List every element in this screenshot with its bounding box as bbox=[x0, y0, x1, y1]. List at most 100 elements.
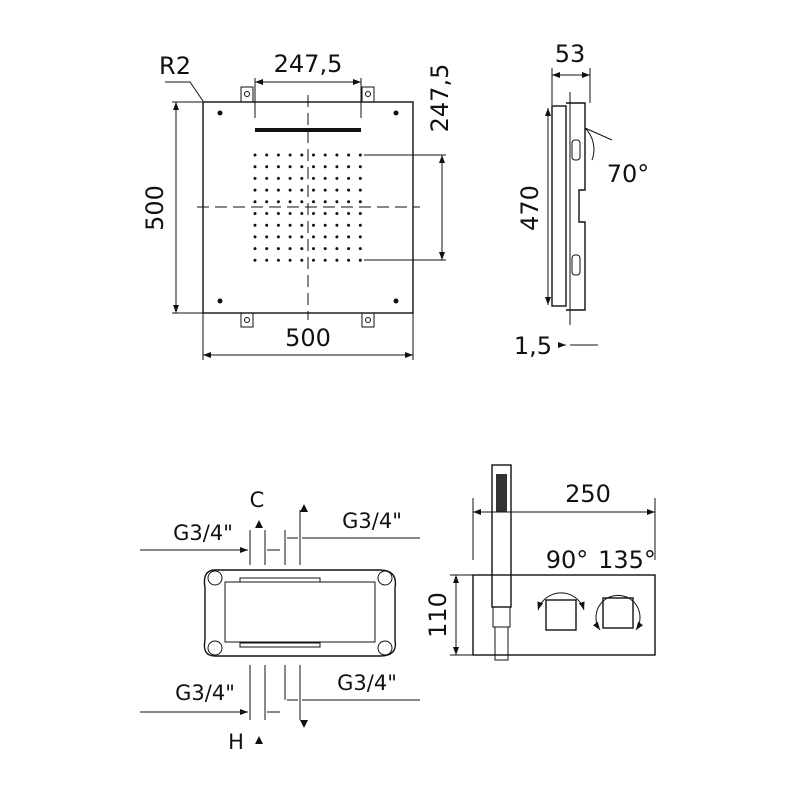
nozzle bbox=[300, 223, 304, 227]
nozzle bbox=[312, 212, 315, 215]
nozzle bbox=[347, 258, 351, 262]
nozzle bbox=[253, 247, 257, 251]
nozzle bbox=[265, 153, 269, 157]
nozzle bbox=[312, 188, 315, 192]
nozzle bbox=[265, 176, 269, 180]
nozzle bbox=[347, 223, 351, 227]
nozzle bbox=[323, 200, 327, 204]
waterfall-bar bbox=[255, 128, 361, 132]
nozzle bbox=[335, 223, 339, 227]
nozzle bbox=[300, 247, 304, 251]
nozzle bbox=[312, 176, 315, 180]
nozzle bbox=[300, 176, 304, 180]
nozzle bbox=[276, 235, 280, 239]
nozzle bbox=[312, 153, 315, 157]
nozzle bbox=[265, 247, 269, 251]
nozzle bbox=[312, 258, 315, 262]
nozzle bbox=[288, 223, 292, 227]
nozzle bbox=[347, 188, 351, 192]
nozzle bbox=[358, 258, 362, 262]
nozzle bbox=[323, 258, 327, 262]
thread-top-right: G3/4" bbox=[342, 509, 402, 533]
control-plate bbox=[472, 574, 656, 656]
hot-inlet-label: H bbox=[228, 730, 244, 754]
nozzle bbox=[312, 235, 315, 239]
nozzle bbox=[265, 200, 269, 204]
nozzle-field-dimension: 247,5 bbox=[426, 64, 454, 133]
nozzle bbox=[358, 176, 362, 180]
nozzle bbox=[288, 235, 292, 239]
nozzle bbox=[335, 235, 339, 239]
hand-shower-nozzles bbox=[496, 474, 507, 512]
thread-top-left: G3/4" bbox=[173, 521, 233, 545]
nozzle bbox=[347, 176, 351, 180]
nozzle bbox=[347, 235, 351, 239]
nozzle bbox=[335, 200, 339, 204]
nozzle bbox=[312, 223, 315, 227]
bar-length-dimension: 247,5 bbox=[274, 50, 343, 78]
depth-dimension: 53 bbox=[555, 40, 586, 68]
nozzle bbox=[323, 223, 327, 227]
nozzle bbox=[323, 153, 327, 157]
nozzle bbox=[335, 153, 339, 157]
height-dimension: 500 bbox=[141, 185, 169, 231]
nozzle bbox=[347, 165, 351, 169]
nozzle bbox=[276, 223, 280, 227]
nozzle bbox=[288, 258, 292, 262]
control-plate-view: 250 110 90° 135° bbox=[424, 464, 656, 661]
valve-body-view: C H G3/4" G3/4" G3/4" G3/4" bbox=[140, 488, 420, 754]
nozzle bbox=[253, 223, 257, 227]
nozzle bbox=[265, 235, 269, 239]
nozzle bbox=[335, 212, 339, 215]
nozzle bbox=[312, 200, 315, 204]
nozzle bbox=[323, 188, 327, 192]
nozzle bbox=[288, 165, 292, 169]
nozzle bbox=[335, 258, 339, 262]
corner-screws bbox=[217, 110, 399, 304]
nozzle bbox=[300, 258, 304, 262]
nozzle bbox=[300, 165, 304, 169]
nozzle bbox=[288, 247, 292, 251]
nozzle bbox=[276, 153, 280, 157]
nozzle bbox=[335, 176, 339, 180]
nozzle bbox=[347, 200, 351, 204]
nozzle bbox=[358, 235, 362, 239]
cold-inlet-label: C bbox=[250, 488, 265, 512]
nozzle bbox=[276, 188, 280, 192]
nozzle bbox=[288, 176, 292, 180]
mixer-handle bbox=[602, 597, 634, 629]
nozzle bbox=[276, 258, 280, 262]
nozzle bbox=[253, 153, 257, 157]
nozzle bbox=[335, 188, 339, 192]
corner-radius-label: R2 bbox=[159, 52, 191, 80]
nozzle bbox=[300, 200, 304, 204]
nozzle bbox=[288, 200, 292, 204]
shower-head-side-view: 53 470 70° 1,5 bbox=[514, 40, 649, 360]
nozzle bbox=[276, 200, 280, 204]
nozzle bbox=[265, 258, 269, 262]
nozzle bbox=[300, 212, 304, 215]
nozzle bbox=[358, 200, 362, 204]
nozzle bbox=[253, 235, 257, 239]
nozzle bbox=[265, 223, 269, 227]
nozzle bbox=[276, 247, 280, 251]
plate-height-dimension: 110 bbox=[424, 592, 452, 638]
nozzle bbox=[265, 165, 269, 169]
nozzle bbox=[276, 176, 280, 180]
nozzle bbox=[358, 212, 362, 215]
tilt-angle-label: 70° bbox=[607, 160, 650, 188]
nozzle bbox=[312, 247, 315, 251]
nozzle bbox=[300, 153, 304, 157]
mixer-angle-label: 135° bbox=[598, 546, 656, 574]
nozzle bbox=[347, 153, 351, 157]
nozzle bbox=[323, 235, 327, 239]
nozzle-grid bbox=[253, 153, 362, 262]
nozzle bbox=[253, 176, 257, 180]
nozzle bbox=[253, 188, 257, 192]
plate-width-dimension: 250 bbox=[565, 480, 611, 508]
nozzle bbox=[276, 212, 280, 215]
nozzle bbox=[358, 153, 362, 157]
nozzle bbox=[265, 188, 269, 192]
